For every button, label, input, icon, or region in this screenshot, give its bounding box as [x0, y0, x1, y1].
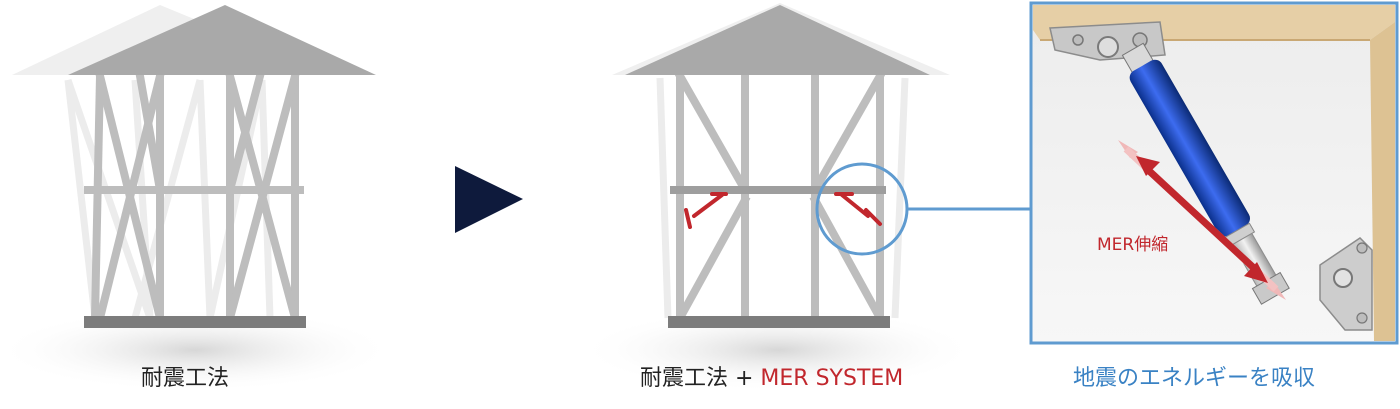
mer-damper-left — [684, 192, 728, 229]
ghost-frame — [656, 77, 909, 319]
play-arrow-icon — [455, 166, 523, 233]
damper-photo — [1029, 1, 1399, 345]
floor-shadow — [0, 308, 395, 392]
floor-shadow — [578, 308, 978, 392]
caption-mer-system: 耐震工法 + MER SYSTEM — [640, 360, 903, 392]
caption-absorb: 地震のエネルギーを吸収 — [1073, 366, 1316, 391]
caption-conventional: 耐震工法 — [141, 366, 230, 391]
mer-stretch-label: MER伸縮 — [1097, 235, 1169, 255]
caption-accent: MER SYSTEM — [760, 366, 904, 391]
wood-right — [1370, 22, 1395, 341]
house-foundation — [84, 316, 306, 328]
house-roof — [625, 5, 930, 75]
house-mer — [578, 3, 1030, 392]
bottom-bracket — [1319, 237, 1373, 331]
house-frame — [674, 70, 886, 324]
stretch-arrow-icon — [1118, 140, 1286, 300]
house-frame — [84, 71, 304, 323]
caption-prefix: 耐震工法 + — [640, 366, 761, 391]
mer-damper-right — [834, 192, 882, 226]
house-roof — [68, 5, 376, 75]
house-foundation — [668, 316, 890, 328]
house-conventional — [0, 5, 395, 392]
